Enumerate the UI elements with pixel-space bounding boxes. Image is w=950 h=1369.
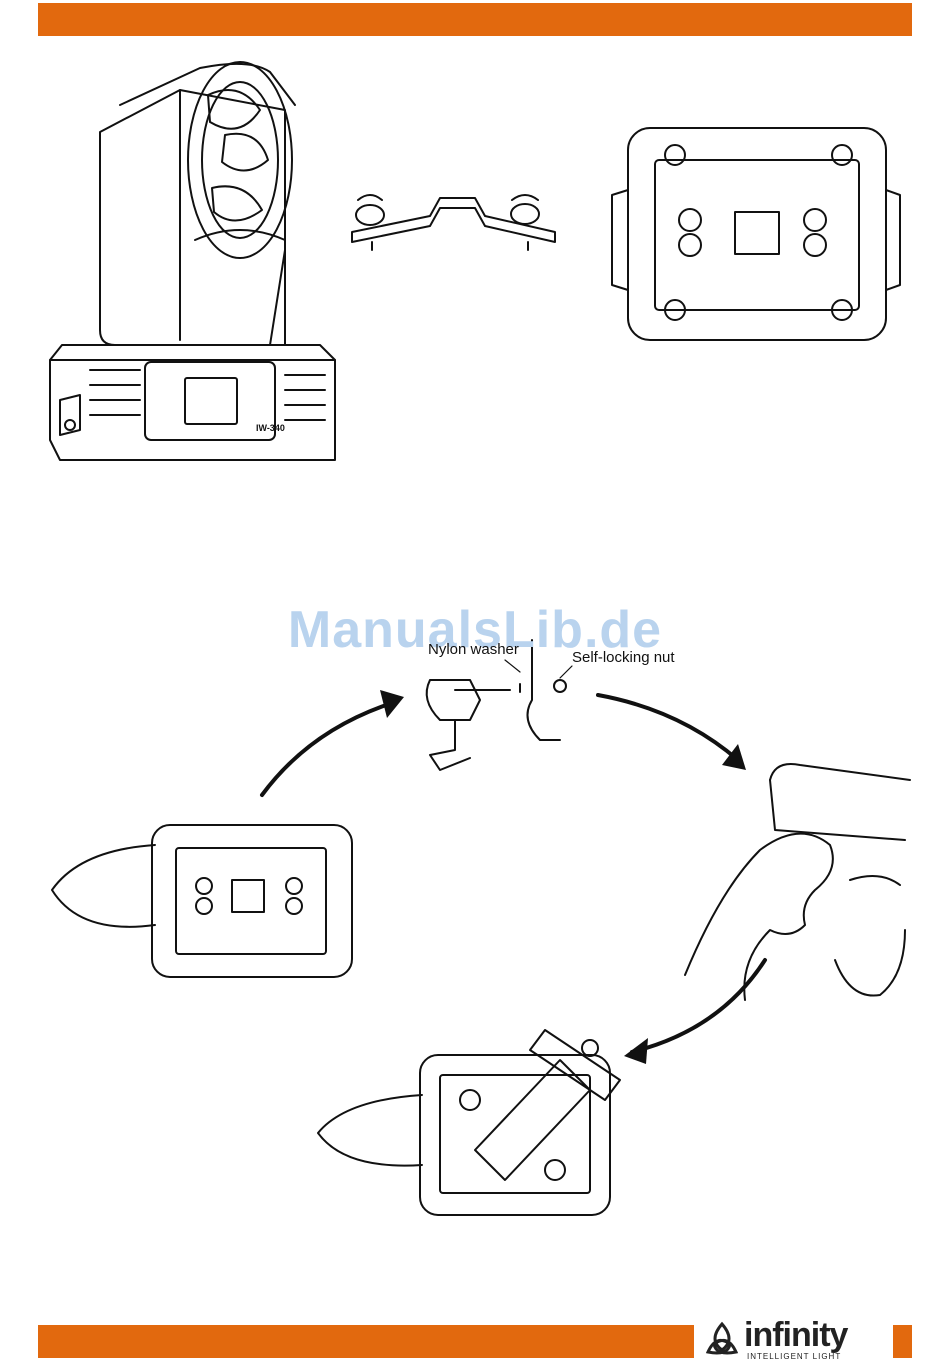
triquetra-icon [702,1320,742,1360]
footer-accent-bar [38,1325,694,1358]
fixture-bottom-view-drawing [612,128,900,340]
fixture-model-label: IW-340 [256,423,285,433]
nylon-washer-label: Nylon washer [428,641,519,658]
moving-head-fixture-drawing [50,62,335,460]
footer-accent-stub [893,1325,912,1358]
brand-wordmark: infinity [744,1316,847,1355]
fixture-with-clamp-mounted-drawing [318,1030,620,1215]
brand-logo: infinity INTELLIGENT LIGHT [700,1320,892,1364]
fixture-with-safety-cable-drawing [52,825,352,977]
process-arrows [262,695,765,1052]
omega-bracket-drawing [352,195,555,250]
brand-tagline: INTELLIGENT LIGHT [747,1352,841,1361]
hand-attaching-clamp-drawing [685,764,910,1000]
self-locking-nut-label: Self-locking nut [572,649,675,666]
